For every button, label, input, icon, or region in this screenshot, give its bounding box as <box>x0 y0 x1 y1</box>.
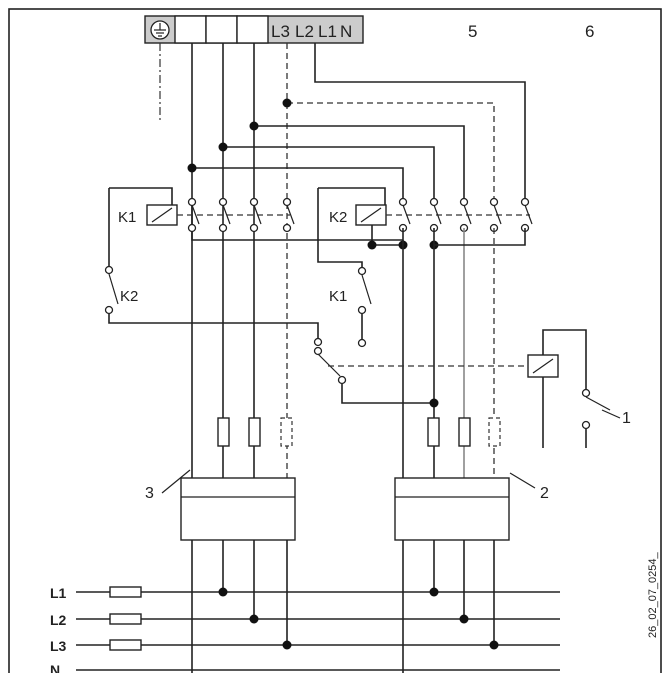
callout-3: 3 <box>145 485 154 502</box>
figure-id: 26_02_07_0254_ <box>647 551 659 638</box>
k2-aux-label: K2 <box>120 288 138 305</box>
aux-contact-k2: K2 <box>104 188 319 338</box>
fuse-set-right <box>427 417 501 447</box>
line-label-l3: L3 <box>50 638 67 654</box>
line-label-l2: L2 <box>50 612 67 628</box>
k1-label: K1 <box>118 209 136 226</box>
supply-busbars: L1 L2 L3 N <box>50 585 560 673</box>
k1-aux-label: K1 <box>329 288 347 305</box>
feed-l2-dashed <box>287 102 495 200</box>
fuse-set-left <box>217 417 293 447</box>
feed-l3 <box>254 125 465 200</box>
diagram-frame <box>8 8 662 673</box>
feed-5 <box>192 167 404 200</box>
aux-contact-k1: K1 <box>317 188 372 348</box>
link-l1-return <box>434 228 526 246</box>
feed-l1 <box>314 43 526 200</box>
ground-icon <box>150 20 170 40</box>
line-label-n: N <box>50 662 60 673</box>
column-number-5: 5 <box>468 22 477 41</box>
callout-1: 1 <box>622 410 631 427</box>
contactor-k2: K2 <box>318 187 533 233</box>
terminal-l3: L3 <box>271 22 290 41</box>
line-label-l1: L1 <box>50 585 67 601</box>
terminal-n: N <box>340 22 352 41</box>
feed-4 <box>223 146 435 200</box>
junction-dot <box>218 142 228 152</box>
terminal-l1: L1 <box>318 22 337 41</box>
terminal-block: L3 L2 L1 N <box>144 15 364 44</box>
k2-label: K2 <box>329 209 347 226</box>
callout-2: 2 <box>540 485 549 502</box>
junction-dot <box>367 240 377 250</box>
unit-3: 3 <box>145 469 296 541</box>
junction-dot <box>187 163 197 173</box>
terminal-l2: L2 <box>295 22 314 41</box>
changeover-relay: 1 <box>313 329 631 448</box>
unit-2: 2 <box>394 472 549 541</box>
contactor-k1: K1 <box>109 187 403 241</box>
column-number-6: 6 <box>585 22 594 41</box>
junction-dot <box>282 98 292 108</box>
junction-dot <box>249 121 259 131</box>
